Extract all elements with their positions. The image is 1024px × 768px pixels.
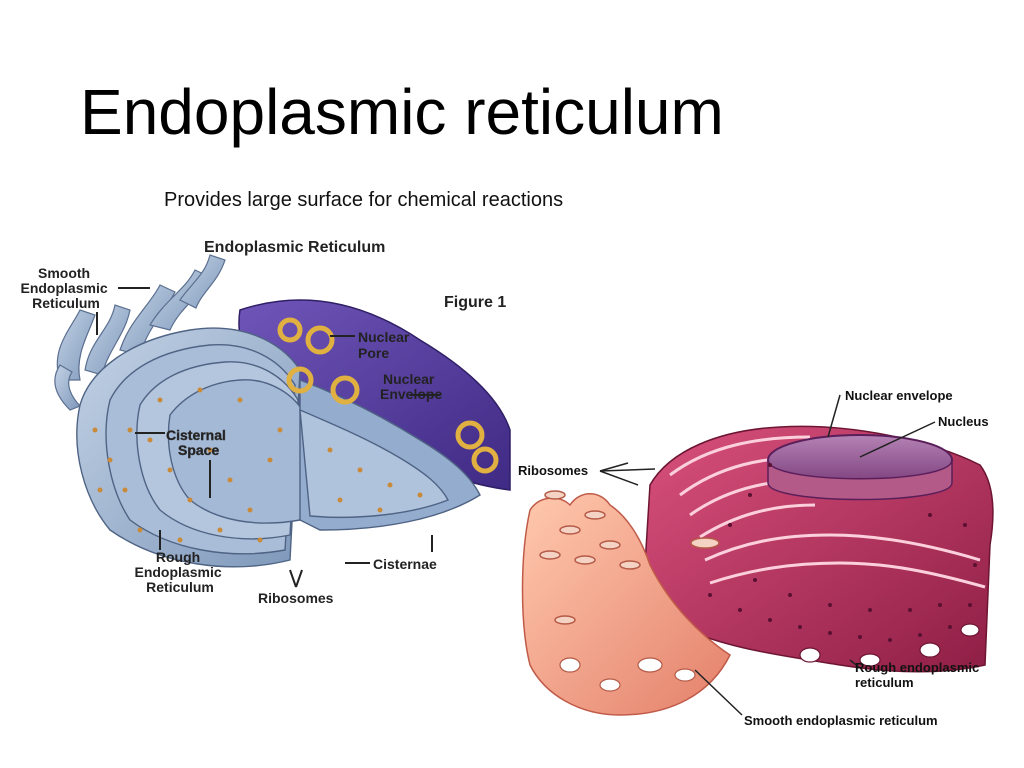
label-nuclear-envelope: Nuclear envelope <box>845 388 953 403</box>
nuclear-pores <box>277 317 499 474</box>
label-smooth-er: Smooth Endoplasmic Reticulum <box>20 265 111 311</box>
label-smooth-er-line3: Reticulum <box>32 295 100 311</box>
ribosome-dots <box>92 387 423 543</box>
label-rough-er-line2: Endoplasmic <box>134 564 221 580</box>
figure-title: Endoplasmic Reticulum <box>204 239 385 256</box>
label-nuclear-envelope-line1: Nuclear <box>383 371 435 387</box>
label-nuclear-envelope-line2: Envelope <box>380 386 442 402</box>
label-rough-er-line1: Rough <box>156 549 200 565</box>
er-illustration-pink: Nuclear envelope Nucleus Ribosomes Rough… <box>510 365 1005 735</box>
nuclear-envelope-rim <box>767 459 953 501</box>
er-illustration-pink-svg: Nuclear envelope Nucleus Ribosomes Rough… <box>518 388 994 728</box>
slide-subtitle: Provides large surface for chemical reac… <box>164 189 564 211</box>
label-rough-er: Rough endoplasmic reticulum <box>855 660 983 690</box>
smooth-er-holes <box>559 657 696 692</box>
er-illustration-figure-1: Endoplasmic Reticulum Figure 1 Smooth En… <box>0 230 520 610</box>
label-cisternal-space-line1: Cisternal <box>166 427 226 443</box>
label-nucleus: Nucleus <box>938 414 989 429</box>
label-rough-er-line3: Reticulum <box>146 579 214 595</box>
label-nuclear-pore-line1: Nuclear <box>358 329 410 345</box>
ribosome-dots <box>708 463 977 642</box>
label-cisternae: Cisternae <box>373 556 437 572</box>
label-rough-er: Rough Endoplasmic Reticulum <box>134 549 225 595</box>
label-nuclear-envelope: Nuclear Envelope <box>380 371 442 402</box>
slide-title: Endoplasmic reticulum <box>80 76 724 148</box>
figure-number-label: Figure 1 <box>444 294 506 311</box>
rough-er-holes <box>799 623 980 667</box>
label-cisternal-space-line2: Space <box>178 442 219 458</box>
er-illustration-blue: Endoplasmic Reticulum Figure 1 Smooth En… <box>20 239 511 606</box>
label-nuclear-pore-line2: Pore <box>358 345 389 361</box>
label-ribosomes: Ribosomes <box>518 463 588 478</box>
leader-lines <box>599 394 936 716</box>
label-nuclear-pore: Nuclear Pore <box>358 329 413 361</box>
label-smooth-er: Smooth endoplasmic reticulum <box>744 713 938 728</box>
label-rough-er-line1: Rough endoplasmic <box>855 660 979 675</box>
label-smooth-er-line1: Smooth <box>38 265 90 281</box>
smooth-er-tubes <box>54 254 226 411</box>
label-smooth-er-line2: Endoplasmic <box>20 280 107 296</box>
label-rough-er-line2: reticulum <box>855 675 914 690</box>
leader-lines <box>96 287 440 588</box>
rough-er-sheets <box>76 327 481 568</box>
label-cisternal-space: Cisternal Space <box>166 427 230 458</box>
label-ribosomes: Ribosomes <box>258 590 334 606</box>
smooth-er-tube-openings <box>539 490 720 625</box>
